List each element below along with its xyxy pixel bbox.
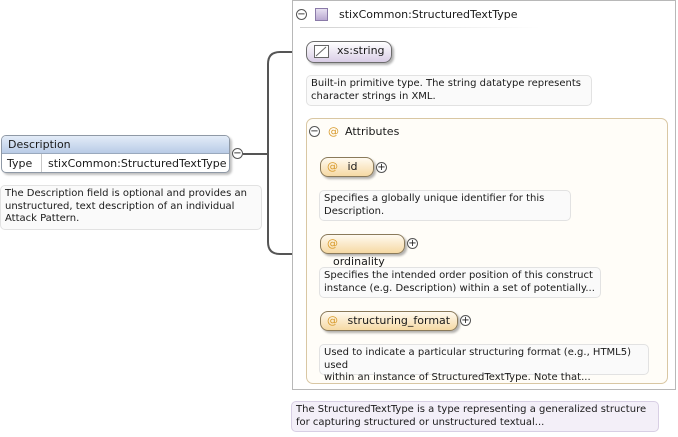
attribute-structuring-format-expand-toggle[interactable]: +: [460, 315, 471, 326]
element-name: Description: [2, 136, 229, 154]
attribute-ordinality[interactable]: @ ordinality: [320, 234, 405, 268]
attribute-doc-line: instance (e.g. Description) within a set…: [324, 282, 595, 294]
element-description-box[interactable]: Description Type stixCommon:StructuredTe…: [1, 135, 230, 173]
attribute-doc-line: Description.: [324, 205, 385, 217]
attribute-icon: @: [327, 314, 338, 327]
attribute-doc-line: Used to indicate a particular structurin…: [324, 347, 632, 371]
complex-type-doc-line: for capturing structured or unstructured…: [296, 416, 545, 428]
attribute-structuring-format-doc: Used to indicate a particular structurin…: [319, 344, 649, 383]
attribute-structuring-format[interactable]: @ structuring_format: [320, 311, 458, 331]
attribute-doc-line: within an instance of StructuredTextType…: [324, 372, 591, 383]
complex-type-doc-line: The StructuredTextType is a type represe…: [296, 404, 647, 415]
attribute-doc-line: Specifies the intended order position of…: [324, 270, 593, 281]
attribute-name: structuring_format: [347, 314, 451, 327]
attribute-ordinality-doc: Specifies the intended order position of…: [319, 267, 601, 298]
attribute-icon: @: [327, 237, 338, 250]
attribute-name: id: [347, 160, 358, 173]
element-doc: The Description field is optional and pr…: [0, 185, 262, 230]
attribute-doc-line: Specifies a globally unique identifier f…: [324, 193, 545, 204]
base-type-doc: Built-in primitive type. The string data…: [306, 75, 592, 106]
attributes-collapse-toggle[interactable]: −: [309, 126, 320, 137]
type-value: stixCommon:StructuredTextType: [48, 157, 227, 170]
complex-type-icon: [315, 8, 328, 21]
attribute-id-expand-toggle[interactable]: +: [376, 162, 387, 173]
element-doc-line: The Description field is optional and pr…: [5, 188, 247, 199]
attribute-icon: @: [328, 125, 339, 138]
base-type-label: xs:string: [337, 44, 385, 57]
attribute-ordinality-expand-toggle[interactable]: +: [407, 238, 418, 249]
element-doc-line: unstructured, text description of an ind…: [5, 200, 235, 212]
simple-type-icon: [314, 45, 329, 58]
attribute-id[interactable]: @ id: [320, 157, 374, 177]
type-key: Type: [2, 154, 42, 172]
attributes-header: Attributes: [345, 125, 400, 138]
attribute-name: ordinality: [333, 255, 385, 268]
attribute-id-doc: Specifies a globally unique identifier f…: [319, 190, 571, 221]
element-collapse-toggle[interactable]: −: [232, 148, 243, 159]
attribute-icon: @: [327, 160, 338, 173]
complex-type-doc: The StructuredTextType is a type represe…: [291, 401, 659, 432]
element-doc-line: Attack Pattern.: [5, 213, 80, 224]
complex-type-collapse-toggle[interactable]: −: [296, 9, 307, 20]
complex-type-name: stixCommon:StructuredTextType: [339, 8, 518, 21]
base-type-doc-line: Built-in primitive type. The string data…: [311, 78, 581, 89]
complex-type-separator: [300, 27, 540, 28]
base-type-doc-line: character strings in XML.: [311, 90, 436, 102]
